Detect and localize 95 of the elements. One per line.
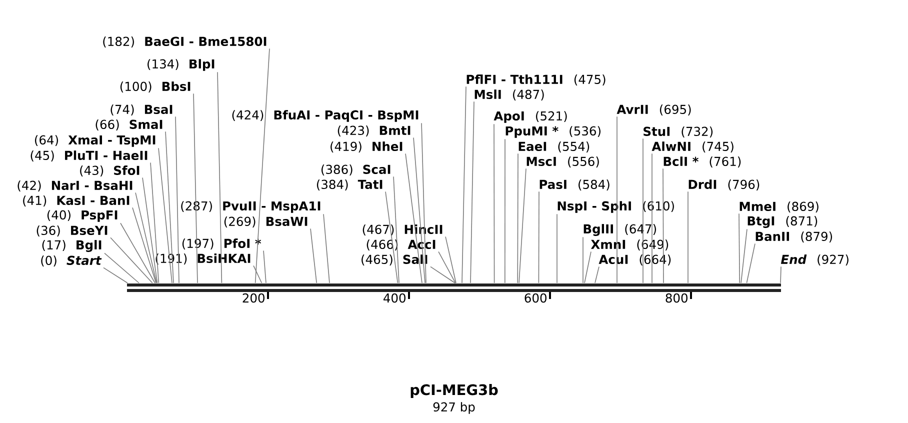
enzyme-label: AcuI (664) — [598, 254, 671, 266]
leader-line — [110, 237, 153, 284]
enzyme-label: (17) BglI — [42, 240, 102, 252]
leader-line — [405, 153, 422, 284]
leader-line — [175, 116, 180, 284]
leader-line — [120, 222, 156, 284]
enzyme-label: BglII (647) — [584, 224, 656, 236]
enzyme-label: NspI - SphI (610) — [558, 201, 674, 213]
leader-line — [393, 176, 400, 284]
leader-line — [780, 266, 782, 284]
leader-line — [413, 137, 426, 284]
enzyme-label: (64) XmaI - TspMI — [34, 135, 156, 147]
enzyme-label: (466) AccI — [366, 240, 436, 250]
leader-line — [104, 252, 140, 284]
enzyme-label: BtgI (871) — [748, 216, 818, 228]
leader-line — [132, 207, 156, 284]
leader-line — [103, 267, 128, 284]
leader-line — [135, 192, 157, 284]
leader-line — [518, 168, 526, 284]
enzyme-label: (36) BseYI — [36, 226, 108, 236]
enzyme-label: (182) BaeGI - Bme1580I — [103, 36, 266, 48]
enzyme-label: MmeI (869) — [740, 202, 818, 212]
leader-line — [462, 86, 466, 284]
enzyme-label: EaeI (554) — [518, 142, 590, 152]
leader-line — [150, 162, 160, 284]
enzyme-label: (43) SfoI — [80, 166, 140, 176]
enzyme-label: PpuMI * (536) — [506, 126, 600, 138]
tick-label: 200 — [242, 293, 264, 303]
enzyme-label: AlwNI (745) — [652, 142, 734, 152]
enzyme-label: DrdI (796) — [688, 180, 760, 190]
leader-line — [746, 243, 756, 284]
tick-label: 400 — [384, 293, 406, 303]
enzyme-label: (100) BbsI — [120, 82, 190, 92]
leader-line — [584, 251, 592, 284]
leader-line — [438, 251, 456, 284]
enzyme-label: (42) NarI - BsaHI — [18, 180, 132, 192]
caption: 927 bp — [433, 402, 475, 414]
enzyme-label: (41) KasI - BanI — [23, 196, 130, 206]
enzyme-label: (424) BfuAI - PaqCI - BspMI — [232, 110, 418, 122]
enzyme-label: (269) BsaWI — [224, 216, 308, 228]
leader-line — [430, 266, 456, 284]
leader-line — [538, 191, 540, 284]
enzyme-label: AvrII (695) — [616, 104, 691, 116]
leader-line — [582, 236, 584, 284]
leader-line — [263, 250, 266, 284]
leader-line — [445, 236, 456, 284]
leader-line — [142, 177, 158, 284]
leader-line — [556, 214, 558, 284]
enzyme-label: (287) PvuII - MspA1I — [181, 201, 320, 213]
map-backbone — [127, 284, 781, 292]
enzyme-label: End (927) — [780, 254, 848, 266]
enzyme-label: BclI * (761) — [664, 156, 741, 168]
leader-line — [504, 138, 506, 284]
enzyme-label: (467) HincII — [362, 224, 442, 236]
leader-line — [738, 213, 740, 284]
leader-line — [165, 131, 174, 284]
leader-line — [217, 72, 222, 284]
enzyme-label: (74) BsaI — [110, 104, 172, 116]
enzyme-label: (465) SalI — [362, 254, 428, 266]
leader-line — [253, 265, 262, 284]
title: pCI-MEG3b — [410, 384, 498, 398]
leader-line — [385, 191, 398, 284]
enzyme-label: (419) NheI — [330, 142, 402, 152]
leader-line — [310, 228, 317, 284]
enzyme-label: (384) TatI — [316, 180, 382, 190]
enzyme-label: XmnI (649) — [590, 240, 668, 250]
leader-line — [470, 101, 474, 284]
enzyme-label: StuI (732) — [644, 126, 713, 138]
leader-line — [594, 266, 600, 284]
leader-line — [323, 214, 330, 284]
leader-line — [517, 153, 518, 284]
enzyme-label: PasI (584) — [540, 180, 610, 190]
leader-line — [254, 48, 270, 284]
leader-line — [494, 124, 495, 284]
enzyme-label: BanII (879) — [756, 232, 832, 242]
leader-line — [662, 168, 664, 284]
leader-line — [642, 138, 644, 284]
leader-line — [193, 93, 198, 284]
enzyme-label: (40) PspFI — [47, 210, 118, 222]
enzyme-label: (423) BmtI — [338, 126, 410, 136]
leader-line — [421, 122, 426, 284]
enzyme-label: (386) ScaI — [321, 164, 390, 176]
tick-label: 600 — [524, 293, 546, 303]
enzyme-label: (45) PluTI - HaeII — [30, 150, 148, 162]
enzyme-label: (66) SmaI — [96, 120, 162, 130]
enzyme-label: (0) Start — [41, 256, 102, 266]
enzyme-label: MscI (556) — [526, 156, 599, 168]
tick-label: 800 — [666, 293, 688, 303]
leader-line — [740, 228, 748, 284]
leader-line — [158, 148, 172, 284]
enzyme-label: PflFI - Tth111I (475) — [466, 74, 606, 86]
enzyme-label: (134) BlpI — [148, 59, 214, 71]
leader-line — [616, 116, 618, 284]
enzyme-label: ApoI (521) — [494, 111, 567, 123]
enzyme-label: MslI (487) — [474, 90, 544, 100]
